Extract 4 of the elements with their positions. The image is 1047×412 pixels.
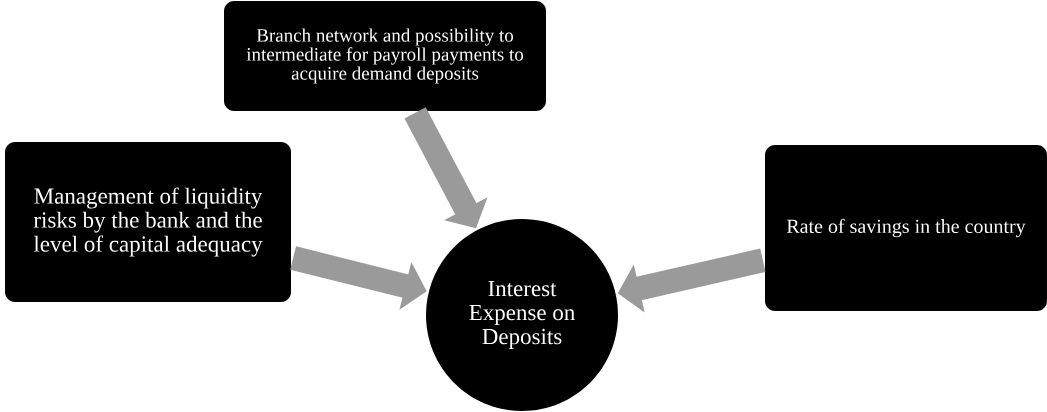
text-box: Management of liquidity risks by the bank and the level of capital adequacy xyxy=(5,142,291,302)
circle-node: Interest Expense on Deposits xyxy=(426,219,618,411)
text-box: Branch network and possibility to intermediate for payroll payments to acquire demand deposits xyxy=(224,1,546,111)
text-box: Rate of savings in the country xyxy=(765,145,1047,311)
